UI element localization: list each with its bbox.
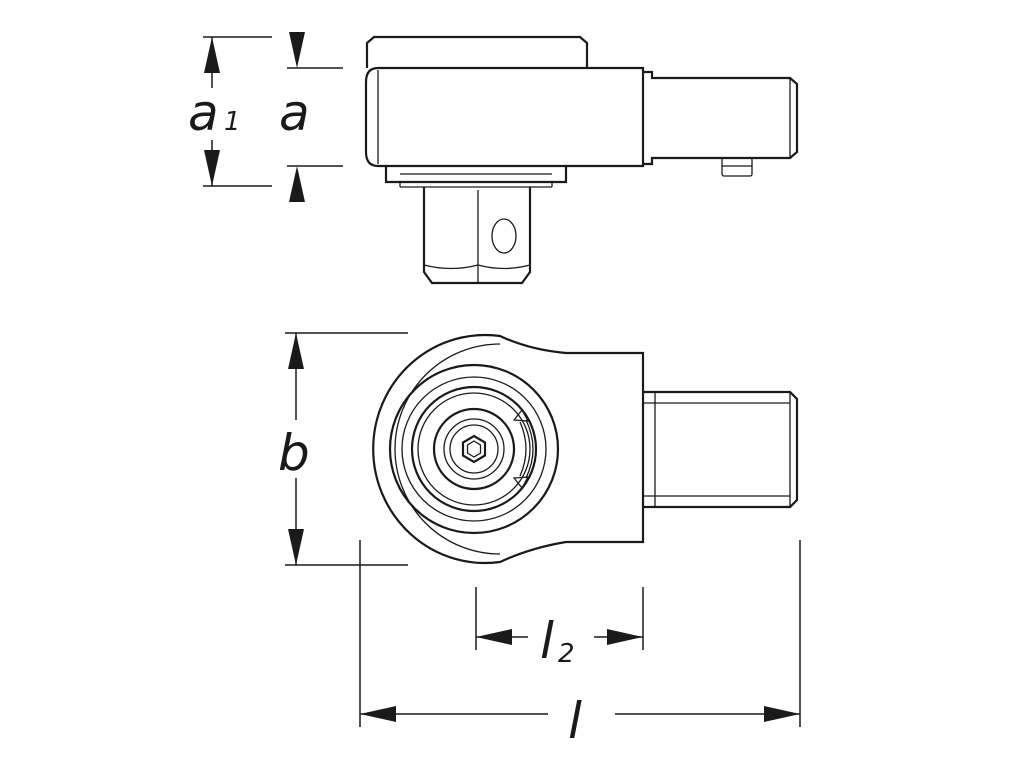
top-ring-outer <box>388 363 560 535</box>
label-a1-subscript: 1 <box>224 107 241 137</box>
arrow-down-icon <box>289 32 305 68</box>
side-square-drive <box>422 187 532 285</box>
arrow-left-icon <box>476 629 512 645</box>
top-view <box>372 333 799 565</box>
dimension-l: l <box>359 540 801 750</box>
top-hex-socket <box>461 434 487 464</box>
arrow-right-icon <box>764 706 800 722</box>
side-view <box>364 35 799 285</box>
side-lower-flange <box>384 166 568 184</box>
side-shank <box>643 70 799 166</box>
label-l2: l <box>540 612 554 670</box>
label-l: l <box>568 692 582 750</box>
arrow-up-icon <box>288 333 304 369</box>
label-b: b <box>278 424 310 482</box>
top-head-outline <box>372 333 645 565</box>
arrow-down-icon <box>288 529 304 565</box>
dimension-a1: a 1 <box>185 36 272 187</box>
arrow-up-icon <box>289 166 305 202</box>
side-detent-pin <box>721 157 753 177</box>
label-a1: a <box>188 84 219 142</box>
side-head-body <box>364 66 645 168</box>
rotation-indicator-icon <box>519 421 527 477</box>
label-l2-subscript: 2 <box>558 639 575 669</box>
top-release-button <box>432 407 516 491</box>
top-ring-inner <box>410 385 538 513</box>
arrow-down-icon <box>204 150 220 186</box>
dimension-a: a <box>279 32 343 202</box>
arrow-right-icon <box>607 629 643 645</box>
side-top-cap <box>365 35 589 68</box>
arrow-up-icon <box>204 37 220 73</box>
dimension-b: b <box>276 332 408 566</box>
dimension-l2: l 2 <box>475 587 644 670</box>
top-shank <box>643 390 799 509</box>
label-a: a <box>279 84 310 142</box>
arrow-left-icon <box>360 706 396 722</box>
side-ball-detent <box>491 218 517 254</box>
